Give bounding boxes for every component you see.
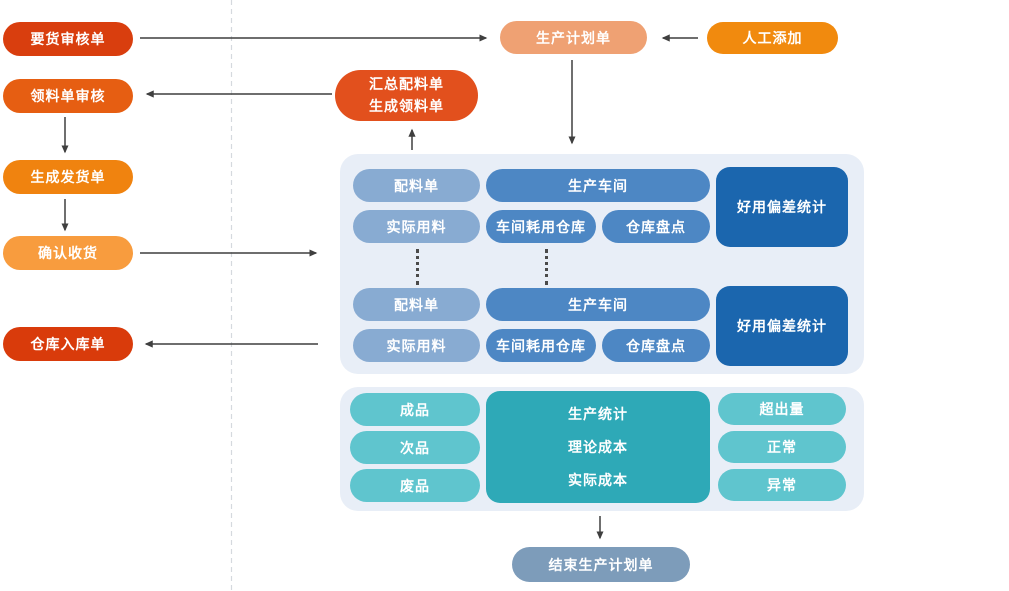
node-picking-order-review: 领料单审核 [3, 79, 133, 113]
pill-batching-order-1: 配料单 [353, 169, 480, 202]
node-manual-add: 人工添加 [707, 22, 838, 54]
pill-excess-amount: 超出量 [718, 393, 846, 425]
node-confirm-receipt: 确认收货 [3, 236, 133, 270]
stats-line-production-statistics: 生产统计 [568, 405, 628, 422]
pill-workshop-warehouse-2: 车间耗用仓库 [486, 329, 596, 362]
box-deviation-stats-1: 好用偏差统计 [716, 167, 848, 247]
pill-production-workshop-1: 生产车间 [486, 169, 710, 202]
box-production-stats: 生产统计 理论成本 实际成本 [486, 391, 710, 503]
pill-scrap-product: 废品 [350, 469, 480, 502]
pill-workshop-warehouse-1: 车间耗用仓库 [486, 210, 596, 243]
pill-defective-product: 次品 [350, 431, 480, 464]
pill-batching-order-2: 配料单 [353, 288, 480, 321]
stats-line-actual-cost: 实际成本 [568, 472, 628, 489]
pill-abnormal-status: 异常 [718, 469, 846, 501]
node-production-plan-order: 生产计划单 [500, 21, 647, 54]
box-deviation-stats-2: 好用偏差统计 [716, 286, 848, 366]
pill-stocktaking-1: 仓库盘点 [602, 210, 710, 243]
pill-stocktaking-2: 仓库盘点 [602, 329, 710, 362]
node-end-production-plan: 结束生产计划单 [512, 547, 690, 582]
node-demand-review-order: 要货审核单 [3, 22, 133, 56]
pill-actual-usage-2: 实际用料 [353, 329, 480, 362]
dotted-connector-right [545, 249, 548, 285]
batching-summary-line1: 汇总配料单 [369, 75, 444, 92]
pill-finished-product: 成品 [350, 393, 480, 426]
pill-normal-status: 正常 [718, 431, 846, 463]
node-batching-summary: 汇总配料单 生成领料单 [335, 70, 478, 121]
node-warehouse-inbound-order: 仓库入库单 [3, 327, 133, 361]
dotted-connector-left [416, 249, 419, 285]
pill-production-workshop-2: 生产车间 [486, 288, 710, 321]
batching-summary-line2: 生成领料单 [369, 97, 444, 114]
pill-actual-usage-1: 实际用料 [353, 210, 480, 243]
stats-line-theoretical-cost: 理论成本 [568, 438, 628, 455]
node-create-delivery-order: 生成发货单 [3, 160, 133, 194]
